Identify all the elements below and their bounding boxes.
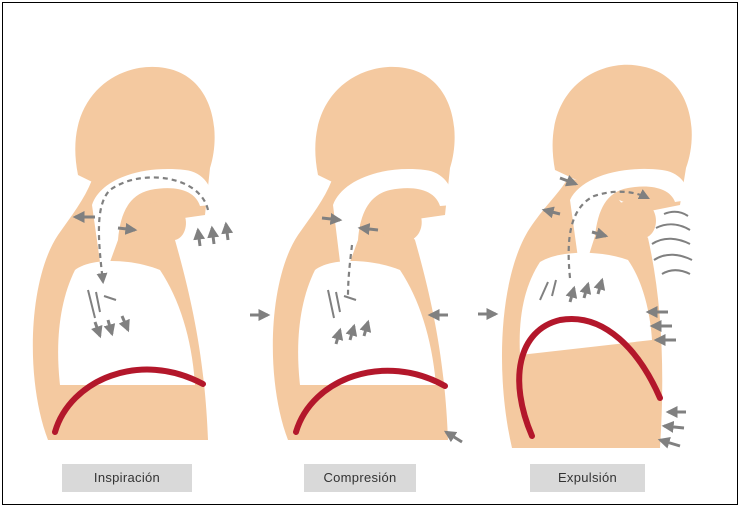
- panel-inspiracion: [33, 67, 228, 440]
- panel-expulsion: [478, 65, 692, 448]
- phase-label-compresion: Compresión: [304, 464, 416, 492]
- exhaled-air-lines: [652, 212, 692, 274]
- thorax-cavity: [520, 253, 652, 355]
- phase-label-expulsion: Expulsión: [530, 464, 645, 492]
- panel-compresion: [250, 67, 462, 442]
- phase-label-inspiracion: Inspiración: [62, 464, 192, 492]
